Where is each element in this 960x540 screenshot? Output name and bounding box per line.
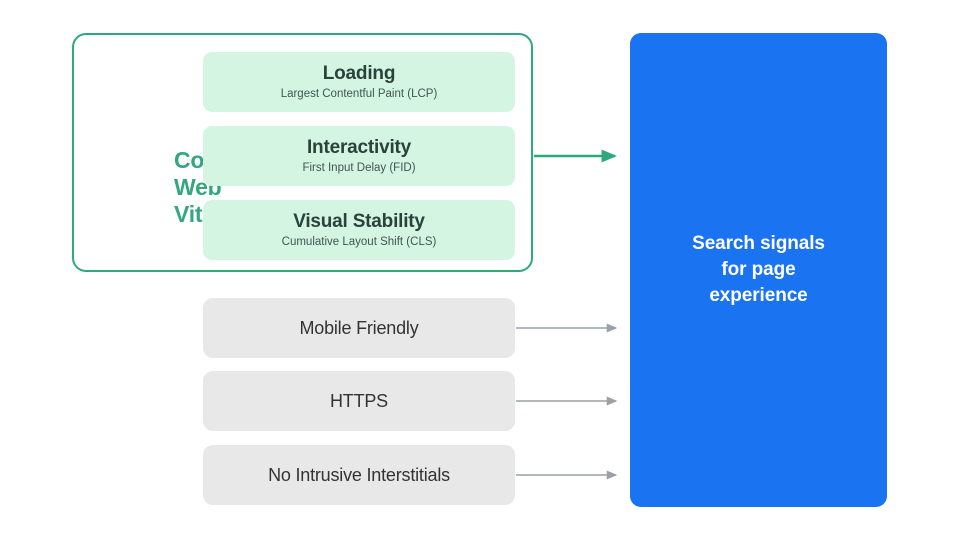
signal-label: Mobile Friendly — [299, 317, 419, 338]
metric-title: Visual Stability — [293, 211, 425, 232]
signal-label: HTTPS — [329, 390, 388, 411]
metric-subtitle: Cumulative Layout Shift (CLS) — [281, 236, 437, 248]
signal-label: No Intrusive Interstitials — [268, 464, 450, 485]
signal-card-https: HTTPS — [203, 371, 515, 431]
signal-card-mobile-friendly: Mobile Friendly — [203, 298, 515, 358]
metric-subtitle: Largest Contentful Paint (LCP) — [280, 88, 438, 100]
metric-title: Interactivity — [306, 137, 412, 158]
metric-card-visual-stability: Visual Stability Cumulative Layout Shift… — [203, 200, 515, 260]
search-signals-box: Search signals for page experience — [630, 33, 887, 507]
metric-card-loading: Loading Largest Contentful Paint (LCP) — [203, 52, 515, 112]
metric-subtitle: First Input Delay (FID) — [302, 162, 416, 174]
metric-title: Loading — [322, 63, 396, 84]
search-signals-text: Search signals for page experience — [692, 233, 825, 306]
metric-card-interactivity: Interactivity First Input Delay (FID) — [203, 126, 515, 186]
signal-card-no-intrusive-interstitials: No Intrusive Interstitials — [203, 445, 515, 505]
